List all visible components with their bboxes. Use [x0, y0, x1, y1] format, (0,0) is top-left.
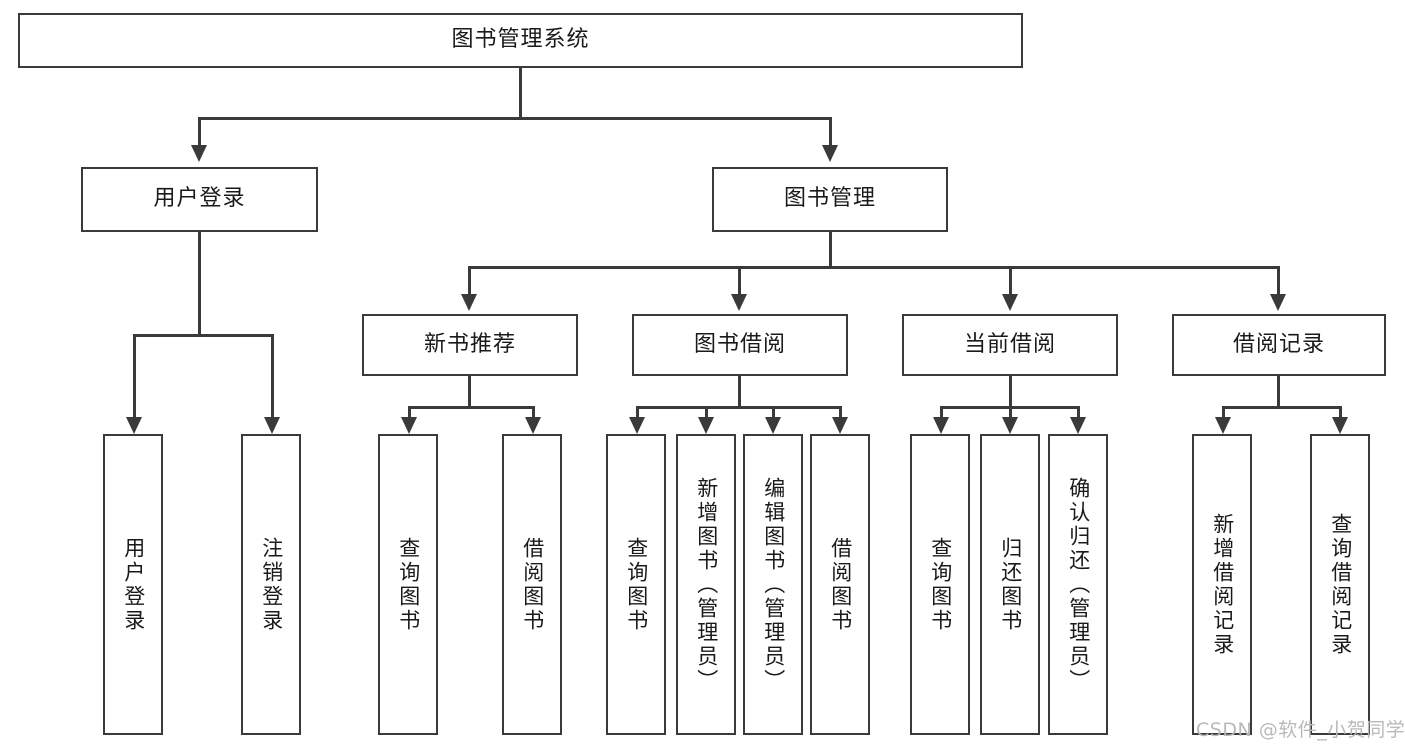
connector-book-borrow-drop-1 [636, 406, 639, 417]
node-label: 归还图书 [998, 536, 1023, 633]
node-label: 注销登录 [259, 536, 284, 633]
connector-book-borrow-stem [738, 376, 741, 408]
leaf-edit-book-admin[interactable]: 编辑图书（管理员） [743, 434, 803, 735]
arrowhead-leaf-query-book-3 [933, 417, 949, 434]
node-label: 图书借阅 [693, 331, 786, 357]
leaf-add-borrow-record[interactable]: 新增借阅记录 [1192, 434, 1252, 735]
leaf-confirm-return-admin[interactable]: 确认归还（管理员） [1048, 434, 1108, 735]
connector-user-login-drop-1 [133, 334, 136, 417]
leaf-borrow-book-recommend[interactable]: 借阅图书 [502, 434, 562, 735]
node-borrow-record[interactable]: 借阅记录 [1172, 314, 1386, 376]
connector-book-manage-drop-3 [1009, 266, 1012, 294]
connector-root-bus [198, 117, 832, 120]
leaf-add-book-admin[interactable]: 新增图书（管理员） [676, 434, 736, 735]
node-label: 查询图书 [928, 536, 953, 633]
node-label: 用户登录 [121, 536, 146, 633]
connector-book-manage-drop-4 [1277, 266, 1280, 294]
connector-borrow-record-stem [1277, 376, 1280, 408]
connector-borrow-record-bus [1222, 406, 1341, 409]
arrowhead-to-new-book [461, 294, 477, 311]
node-user-login[interactable]: 用户登录 [81, 167, 318, 232]
arrowhead-leaf-logout [264, 417, 280, 434]
arrowhead-leaf-add-record [1215, 417, 1231, 434]
node-label: 借阅图书 [520, 536, 545, 633]
node-label: 查询借阅记录 [1328, 512, 1353, 657]
node-label: 用户登录 [153, 186, 246, 212]
arrowhead-leaf-query-book-1 [401, 417, 417, 434]
node-label: 确认归还（管理员） [1066, 476, 1091, 693]
node-root-system[interactable]: 图书管理系统 [18, 13, 1023, 68]
node-label: 新增借阅记录 [1210, 512, 1235, 657]
arrowhead-leaf-add-book [698, 417, 714, 434]
node-label: 图书管理 [783, 186, 876, 212]
connector-current-borrow-drop-3 [1077, 406, 1080, 417]
connector-book-manage-drop-2 [738, 266, 741, 294]
connector-root-stem [519, 68, 522, 119]
connector-current-borrow-drop-2 [1009, 406, 1012, 417]
connector-user-login-bus [133, 334, 272, 337]
connector-current-borrow-drop-1 [940, 406, 943, 417]
leaf-user-login[interactable]: 用户登录 [103, 434, 163, 735]
node-label: 查询图书 [396, 536, 421, 633]
node-label: 借阅记录 [1232, 331, 1325, 357]
arrowhead-leaf-user-login [126, 417, 142, 434]
connector-new-book-bus [408, 406, 534, 409]
node-book-manage[interactable]: 图书管理 [712, 167, 948, 232]
arrowhead-to-current-borrow [1002, 294, 1018, 311]
connector-new-book-stem [468, 376, 471, 408]
connector-current-borrow-stem [1009, 376, 1012, 408]
connector-book-borrow-drop-4 [839, 406, 842, 417]
leaf-logout[interactable]: 注销登录 [241, 434, 301, 735]
arrowhead-leaf-query-record [1332, 417, 1348, 434]
connector-book-borrow-drop-2 [705, 406, 708, 417]
leaf-query-book-recommend[interactable]: 查询图书 [378, 434, 438, 735]
node-label: 当前借阅 [963, 331, 1056, 357]
arrowhead-leaf-borrow-book-2 [832, 417, 848, 434]
connector-borrow-record-drop-2 [1339, 406, 1342, 417]
node-label: 借阅图书 [828, 536, 853, 633]
arrowhead-to-user-login [191, 145, 207, 162]
node-label: 图书管理系统 [451, 27, 590, 53]
node-book-borrow[interactable]: 图书借阅 [632, 314, 848, 376]
connector-book-borrow-drop-3 [772, 406, 775, 417]
arrowhead-leaf-confirm-return [1070, 417, 1086, 434]
connector-book-manage-bus [468, 266, 1279, 269]
connector-user-login-stem [198, 232, 201, 336]
leaf-return-book[interactable]: 归还图书 [980, 434, 1040, 735]
connector-book-manage-stem [829, 232, 832, 269]
arrowhead-to-borrow-record [1270, 294, 1286, 311]
leaf-borrow-book[interactable]: 借阅图书 [810, 434, 870, 735]
node-label: 编辑图书（管理员） [761, 476, 786, 693]
leaf-query-borrow-record[interactable]: 查询借阅记录 [1310, 434, 1370, 735]
arrowhead-leaf-query-book-2 [629, 417, 645, 434]
connector-borrow-record-drop-1 [1222, 406, 1225, 417]
node-label: 新增图书（管理员） [694, 476, 719, 693]
arrowhead-leaf-edit-book [765, 417, 781, 434]
connector-root-drop-left [198, 117, 201, 145]
node-label: 新书推荐 [423, 331, 516, 357]
connector-user-login-drop-2 [271, 334, 274, 417]
node-label: 查询图书 [624, 536, 649, 633]
arrowhead-leaf-borrow-book-1 [525, 417, 541, 434]
connector-book-borrow-bus [636, 406, 840, 409]
connector-book-manage-drop-1 [468, 266, 471, 294]
csdn-watermark: CSDN @软件_小贺同学 [1196, 719, 1405, 741]
connector-root-drop-right [829, 117, 832, 145]
node-new-book-recommend[interactable]: 新书推荐 [362, 314, 578, 376]
connector-new-book-drop-1 [408, 406, 411, 417]
leaf-query-book-borrow[interactable]: 查询图书 [606, 434, 666, 735]
arrowhead-to-book-manage [822, 145, 838, 162]
arrowhead-leaf-return-book [1002, 417, 1018, 434]
arrowhead-to-book-borrow [731, 294, 747, 311]
connector-new-book-drop-2 [532, 406, 535, 417]
leaf-query-book-current[interactable]: 查询图书 [910, 434, 970, 735]
node-current-borrow[interactable]: 当前借阅 [902, 314, 1118, 376]
